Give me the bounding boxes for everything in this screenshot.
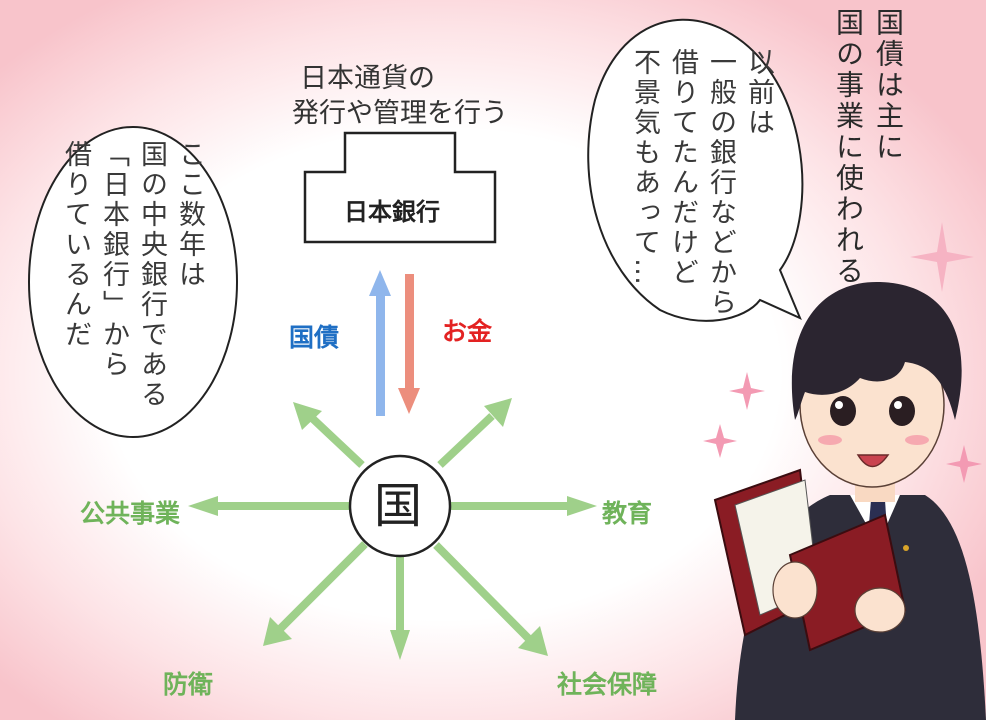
- radial-arrows: [188, 398, 597, 660]
- money-down-arrow: [398, 274, 420, 414]
- lapel-pin: [903, 545, 909, 551]
- left-speech-bubble: [28, 126, 238, 438]
- smile: [856, 454, 890, 468]
- education-label: 教育: [602, 499, 653, 528]
- left-bubble-text: ここ数年は 国の中央銀行である 「日本銀行」から 借りているんだ: [60, 140, 205, 410]
- bond-up-arrow: [369, 270, 391, 416]
- blush: [818, 435, 842, 445]
- left-eye: [830, 396, 856, 426]
- money-label: お金: [442, 317, 493, 346]
- sparkle-icon: [910, 222, 974, 292]
- blush: [905, 435, 929, 445]
- bank-caption-line2: 発行や管理を行う: [292, 98, 508, 129]
- narration-text: 国債は主に 国の事業に使われる: [832, 8, 905, 287]
- country-circle: [348, 454, 452, 558]
- country-label: 国: [374, 478, 423, 534]
- bank-name: 日本銀行: [344, 198, 440, 226]
- public-works-label: 公共事業: [80, 499, 181, 528]
- social-security-label: 社会保障: [557, 670, 658, 699]
- bond-label: 国債: [289, 323, 340, 352]
- sparkle-icon: [729, 372, 765, 410]
- hair: [791, 281, 962, 420]
- right-speech-bubble: [587, 18, 804, 322]
- sparkle-icon: [703, 424, 737, 458]
- hand: [772, 561, 818, 619]
- bank-caption-line1: 日本通貨の: [300, 63, 435, 94]
- bank-building-shape: [303, 131, 497, 244]
- sparkle-icon: [946, 445, 982, 483]
- right-eye: [889, 396, 915, 426]
- right-bubble-text: 以前は 一般の銀行などから 借りてたんだけど 不景気もあって…: [629, 48, 774, 318]
- hand: [854, 587, 906, 633]
- defense-label: 防衛: [163, 670, 214, 699]
